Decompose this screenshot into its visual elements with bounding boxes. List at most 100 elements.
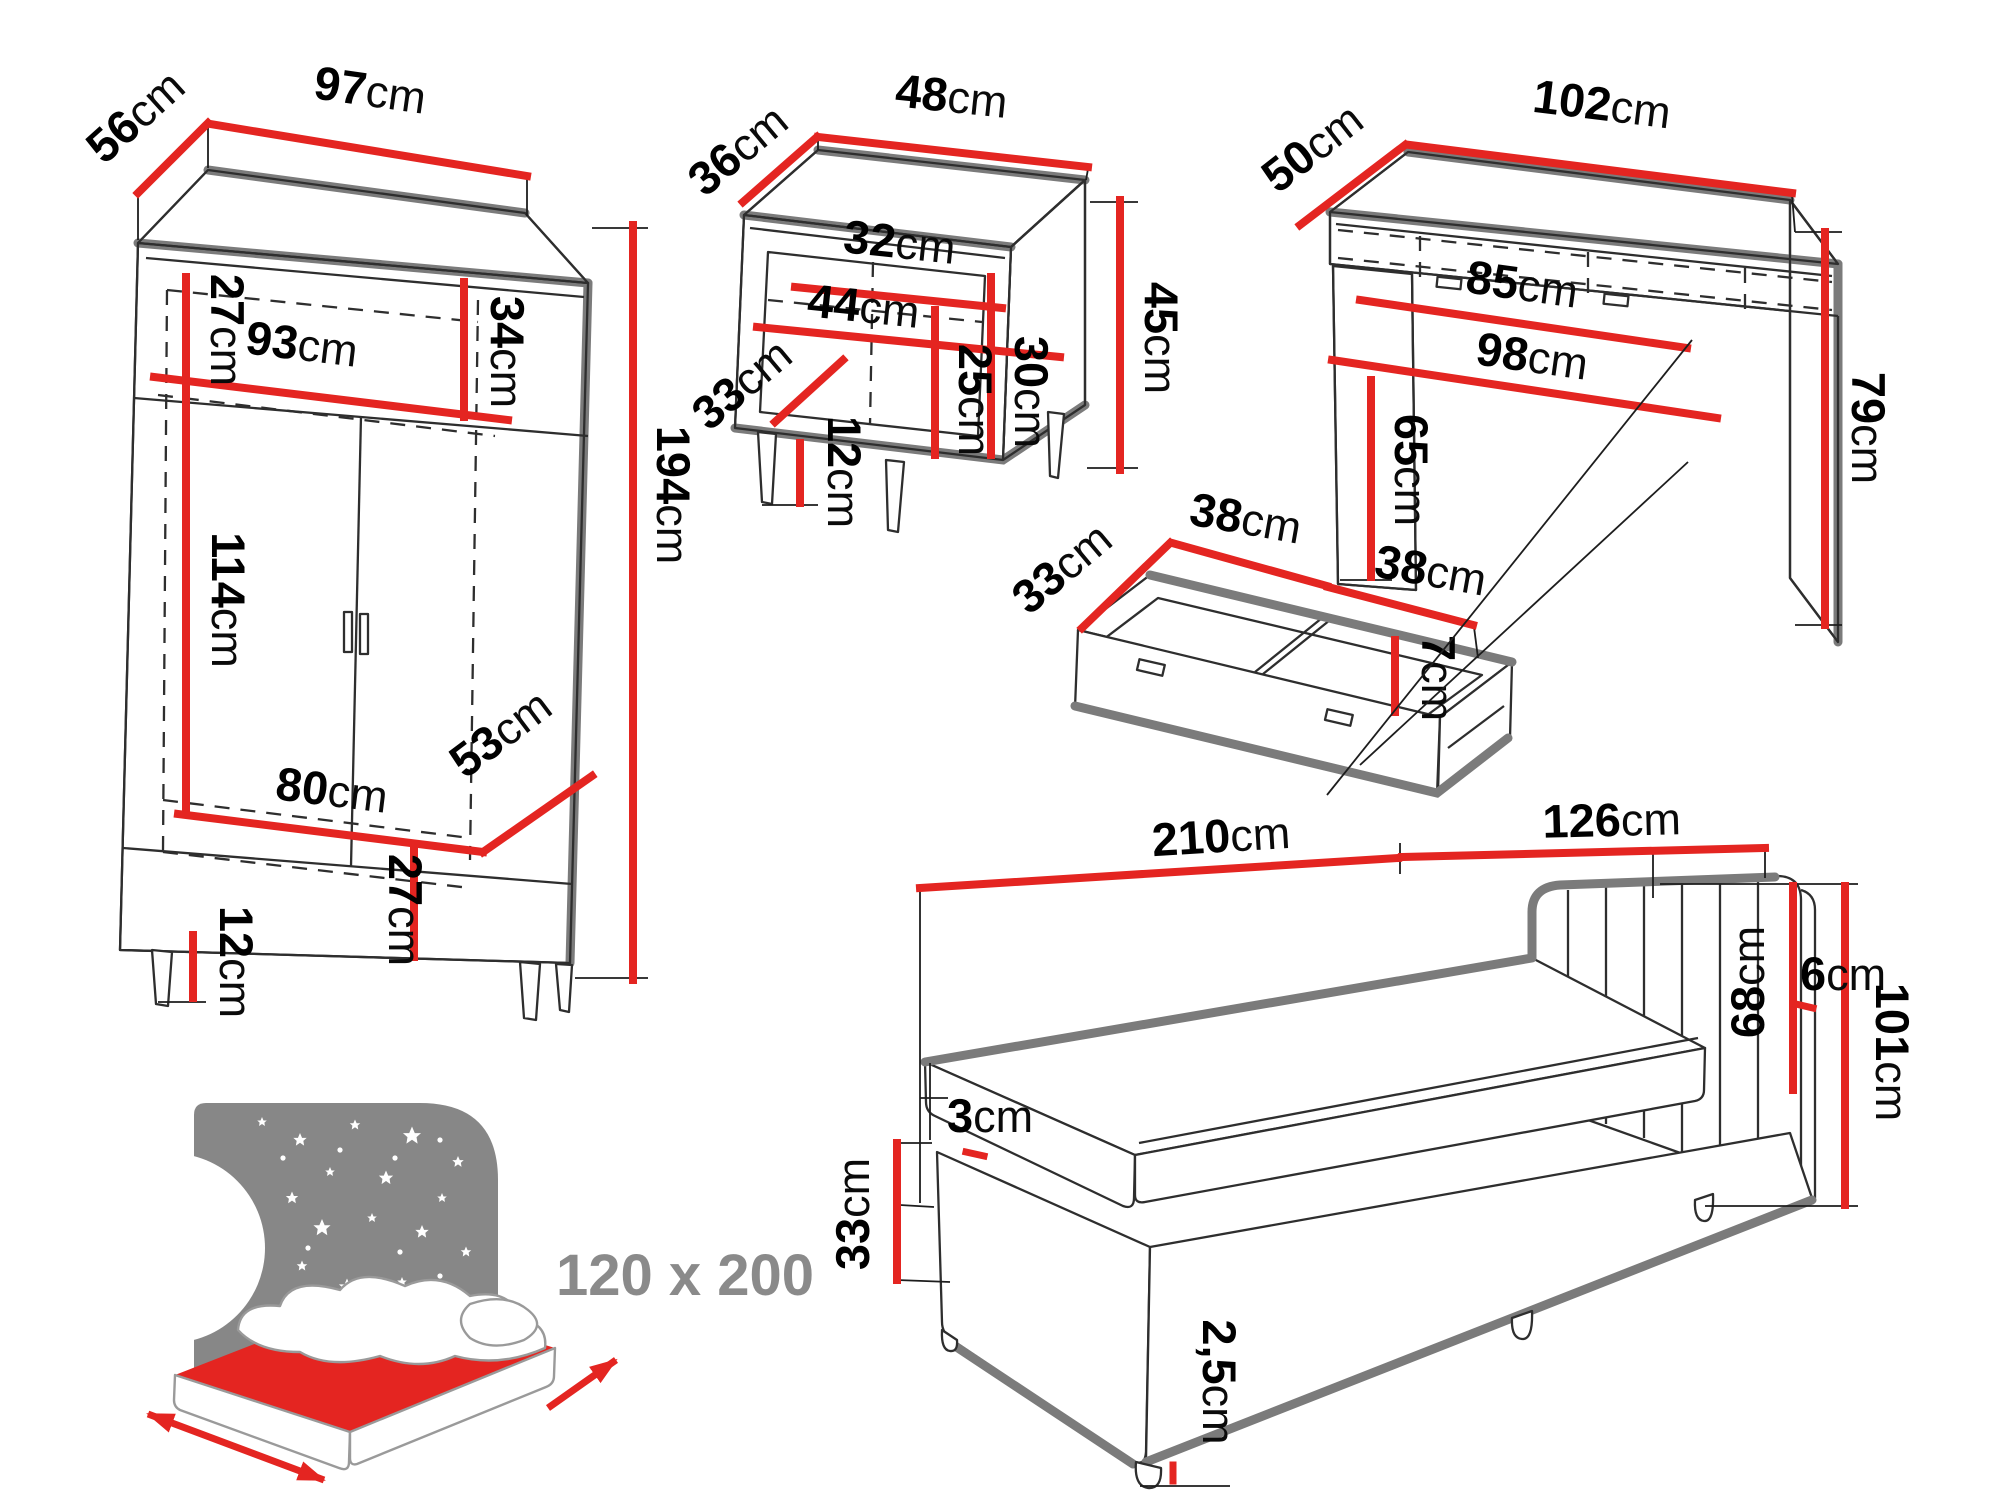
tick xyxy=(1791,194,1796,233)
bed-mattress-piping-line xyxy=(1138,1036,1699,1145)
desk-drawer-width-dimension-line xyxy=(1355,295,1692,353)
wardrobe-bottom-depth-dimension-line xyxy=(477,770,598,858)
nightstand-inner-width-top-dimension-line xyxy=(790,282,1007,313)
star-dot xyxy=(437,1273,443,1279)
drawer-left-compartment-dimension-line xyxy=(1167,538,1332,591)
nightstand-back-dashed xyxy=(868,261,875,426)
drawer-right-compartment-dimension-label: 38cm xyxy=(1371,534,1491,606)
nightstand-inner-height-back-dimension-label: 30cm xyxy=(1005,336,1058,448)
nightstand-height-dimension-label: 45cm xyxy=(1135,282,1188,394)
bed-legs xyxy=(940,1192,1715,1490)
bracket xyxy=(899,1204,935,1208)
nightstand-body-outline xyxy=(733,178,1087,462)
desk-top-thickness-line xyxy=(1335,222,1833,278)
nightstand-inner-width-dimension-line xyxy=(752,322,1065,362)
bed-base-foot-shadow-edge xyxy=(947,1339,1138,1469)
drawer-divider xyxy=(1254,617,1331,675)
desk-top-outline xyxy=(1328,150,1840,266)
star-dot xyxy=(392,1155,398,1161)
drawer-pointer-lines xyxy=(1326,339,1693,796)
wardrobe-top-left-dimension-label: 27cm xyxy=(201,274,254,386)
desk: 50cm 102cm 85cm 98cm 65cm 79cm xyxy=(1251,69,1895,647)
nightstand-depth-dimension-line xyxy=(737,131,823,208)
wardrobe-inner-width-dimension-label: 93cm xyxy=(243,310,361,376)
bed-headboard-thickness-edge xyxy=(1800,888,1817,1200)
star-dot xyxy=(280,1155,286,1161)
nightstand: 36cm 48cm 45cm 32cm 44cm 25cm 30cm 33cm … xyxy=(677,63,1188,534)
wardrobe-handle-right xyxy=(358,612,370,656)
drawer-right-compartment-dimension-line xyxy=(1323,582,1478,630)
bed-mattress-offset-dimension-mark xyxy=(961,1147,989,1161)
bed-base-height-dimension-label: 33cm xyxy=(826,1158,879,1270)
wardrobe-door-split-line xyxy=(349,415,363,867)
bed-leg xyxy=(1693,1192,1715,1223)
bed-mattress-front-face xyxy=(1133,1046,1707,1204)
drawer-runner-line xyxy=(1447,705,1505,749)
nightstand-shelf-dashed xyxy=(767,298,983,324)
mattress-size-label: 120 x 200 xyxy=(556,1243,814,1308)
nightstand-inner-height-front-dimension-label: 25cm xyxy=(949,344,1002,456)
bed-leg xyxy=(1134,1460,1163,1490)
desk-width-dimension-line xyxy=(1405,140,1797,198)
drawer-handle-left xyxy=(1135,658,1166,677)
bed-headboard-thickness-dimension-label: 6cm xyxy=(1800,947,1886,1000)
pointer-line xyxy=(1326,339,1693,796)
drawer-depth-dimension-line xyxy=(1076,537,1176,634)
star-dot xyxy=(437,1137,443,1143)
desk-height-dimension-label: 79cm xyxy=(1842,372,1895,484)
nightstand-width-dimension-label: 48cm xyxy=(893,63,1010,127)
bed-leg xyxy=(1510,1309,1534,1341)
bed-length-dimension-line xyxy=(915,853,1403,893)
desk-inner-width-dimension-label: 98cm xyxy=(1473,322,1592,390)
wardrobe-width-dimension-line xyxy=(205,119,532,181)
bed-mattress-foot-face xyxy=(923,1060,1137,1209)
tick xyxy=(1473,626,1479,659)
nightstand-inner-depth-dimension-line xyxy=(769,354,849,428)
desk-apron-outline xyxy=(1328,212,1839,318)
moon-icon xyxy=(75,1153,265,1343)
wardrobe-inner-top-dashed xyxy=(166,288,479,324)
wardrobe-leg-front-left xyxy=(150,948,174,1008)
bracket xyxy=(896,1279,951,1283)
wardrobe-bottom-inner-width-dimension-label: 80cm xyxy=(273,756,391,822)
bed-headboard-shadow-edge xyxy=(1527,872,1780,1100)
nightstand-leg-front-left xyxy=(756,430,778,506)
wardrobe-leg-front-right xyxy=(518,960,542,1022)
desk-left-panel-outline xyxy=(1331,265,1418,592)
wardrobe-hanging-height-dimension-label: 114cm xyxy=(202,532,255,668)
wardrobe-shelf-dashed xyxy=(157,393,496,438)
nightstand-opening xyxy=(758,250,987,438)
drawer-back-shadow-edge xyxy=(1145,570,1517,667)
desk-legroom-dimension-label: 65cm xyxy=(1385,414,1438,526)
wardrobe-top-thickness-line xyxy=(145,256,585,299)
pillow-icon xyxy=(459,1298,539,1347)
desk-handle-left xyxy=(1435,275,1463,291)
star-dot xyxy=(337,1147,343,1153)
desk-width-dimension-label: 102cm xyxy=(1530,69,1674,138)
desk-right-panel-outline xyxy=(1788,200,1840,644)
bed-total-height-dimension-label: 101cm xyxy=(1866,983,1919,1121)
desk-inner-width-dimension-line xyxy=(1327,355,1722,423)
wardrobe-bottom-section-dimension-label: 27cm xyxy=(379,854,432,966)
bed-headboard-width-dimension-line xyxy=(1397,843,1770,862)
wardrobe-handle-left xyxy=(342,610,354,654)
nightstand-leg-back-right xyxy=(1046,410,1066,480)
length-arrow-icon xyxy=(146,1410,326,1484)
drawer-handle-right xyxy=(1323,708,1354,727)
desk-depth-dimension-line xyxy=(1294,139,1411,231)
width-arrow-icon xyxy=(545,1357,619,1411)
wardrobe-inner-width-dimension-line xyxy=(149,372,513,425)
wardrobe-depth-dimension-line xyxy=(132,117,214,199)
bed-length-dimension-label: 210cm xyxy=(1150,805,1291,866)
nightstand-leg-front-right xyxy=(884,458,906,534)
nightstand-top-thickness-line xyxy=(749,226,1006,260)
wardrobe-height-dimension-label: 194cm xyxy=(647,426,700,564)
bed-mattress-back-shadow-edge xyxy=(920,953,1537,1067)
bed-leg-dimension-label: 2,5cm xyxy=(1193,1319,1246,1444)
desk-handle-right xyxy=(1602,292,1630,308)
nightstand-inner-width-dimension-label: 44cm xyxy=(805,273,922,337)
star-dot xyxy=(397,1249,403,1255)
bed-leg xyxy=(940,1328,959,1353)
wardrobe-bottom-inner-width-dimension-line xyxy=(173,809,488,857)
